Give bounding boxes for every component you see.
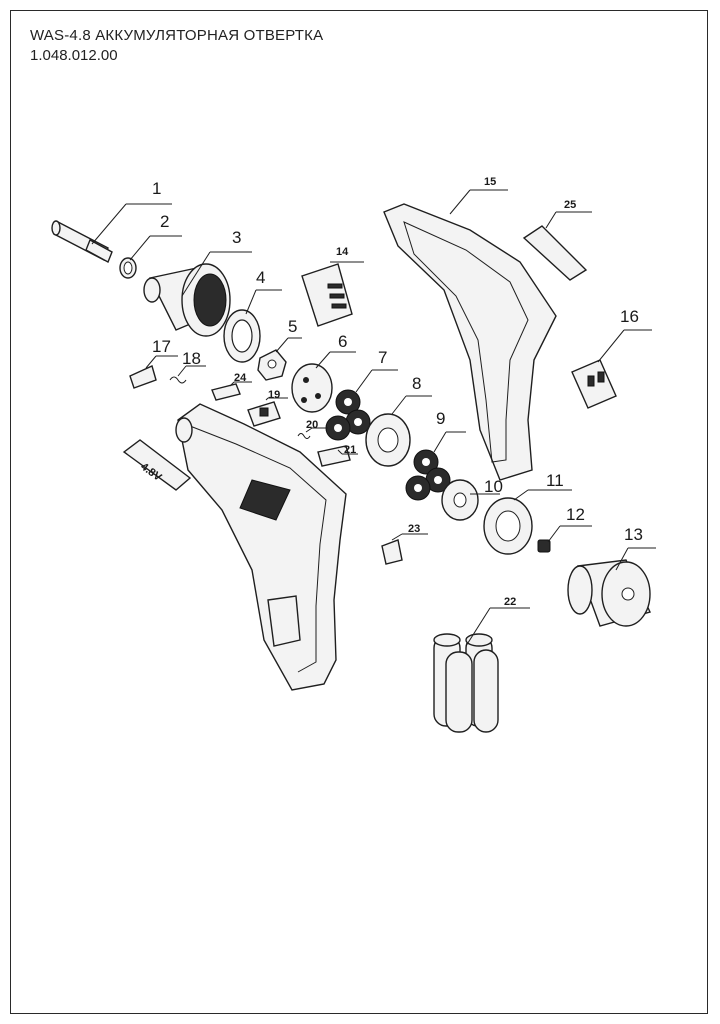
part-15-housing-half [383, 189, 557, 481]
part-6-carrier-plate [291, 351, 356, 413]
part-8-ring-gear [365, 395, 432, 467]
callout-5: 5 [288, 317, 297, 336]
callout-1: 1 [152, 179, 161, 198]
part-18-spring [169, 365, 206, 384]
callout-20: 20 [306, 419, 318, 431]
part-10-washer [441, 479, 500, 521]
document-header: WAS-4.8 АККУМУЛЯТОРНАЯ ОТВЕРТКА 1.048.01… [30, 26, 323, 66]
part-24-bracket [211, 381, 252, 401]
callout-10: 10 [484, 477, 503, 496]
callout-24: 24 [234, 372, 247, 384]
callout-23: 23 [408, 523, 420, 535]
part-16-pcb [571, 329, 652, 409]
part-5-cam [257, 337, 302, 381]
part-12-pinion [537, 525, 592, 553]
callout-3: 3 [232, 228, 241, 247]
callout-18: 18 [182, 349, 201, 368]
part-23-clip [381, 533, 428, 565]
callout-14: 14 [336, 246, 349, 258]
callout-17: 17 [152, 337, 171, 356]
callout-6: 6 [338, 332, 347, 351]
callout-16: 16 [620, 307, 639, 326]
callout-25: 25 [564, 199, 576, 211]
callout-22: 22 [504, 596, 516, 608]
part-badge-plate [122, 439, 192, 491]
part-7-gears [325, 369, 398, 441]
page-frame [10, 10, 708, 1014]
callout-12: 12 [566, 505, 585, 524]
callout-15: 15 [484, 176, 496, 188]
part-3-clutch-housing [143, 251, 252, 337]
callout-2: 2 [160, 212, 169, 231]
callout-13: 13 [624, 525, 643, 544]
part-2-ring [119, 235, 182, 279]
callout-4: 4 [256, 268, 265, 287]
part-1-shaft [51, 203, 172, 263]
part-19-switch-lever [247, 397, 288, 427]
part-25-side-plate [522, 211, 592, 281]
part-22-battery-pack [433, 607, 530, 733]
callout-9: 9 [436, 409, 445, 428]
document-title: WAS-4.8 АККУМУЛЯТОРНАЯ ОТВЕРТКА [30, 27, 324, 44]
part-20-spring [297, 427, 328, 439]
callout-8: 8 [412, 374, 421, 393]
callout-19: 19 [268, 389, 280, 401]
callout-7: 7 [378, 348, 387, 367]
part-14-switch [301, 261, 364, 327]
part-9-gears [405, 431, 466, 501]
part-4-collar [223, 289, 282, 363]
part-13-motor [567, 547, 656, 627]
part-17-clip [129, 355, 178, 389]
part-21-contact-plate [317, 445, 358, 467]
part-11-motor-plate [483, 489, 572, 555]
callout-11: 11 [546, 471, 564, 490]
document-code: 1.048.012.00 [30, 47, 118, 64]
callout-21: 21 [344, 444, 356, 456]
main-tool-body [175, 403, 347, 691]
